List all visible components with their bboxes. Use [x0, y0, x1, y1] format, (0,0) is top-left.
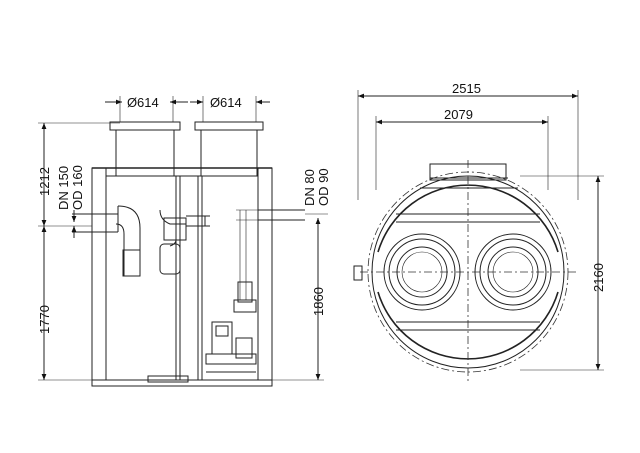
tank-wall-right — [257, 167, 273, 381]
cover-width-dimension-2: Ø 614 — [190, 95, 270, 122]
overall-height-dimension: 2160 — [520, 175, 606, 371]
inlet-size-label: DN 150 OD 160 — [56, 165, 85, 238]
manhole-cover-plan-left — [383, 233, 461, 311]
outlet-od-label: OD 90 — [316, 168, 331, 206]
overall-height-label: 2160 — [591, 263, 606, 292]
inlet-dn-label: DN 150 — [56, 166, 71, 210]
height-dimension-top: 1212 — [37, 122, 120, 226]
overall-width-dimension: 2515 — [357, 81, 579, 200]
riser-pipe — [159, 209, 210, 275]
overall-width-label: 2515 — [452, 81, 481, 96]
inner-width-label: 2079 — [444, 107, 473, 122]
cover-width-1-label: 614 — [137, 95, 159, 110]
pump-assembly — [205, 281, 257, 373]
dia-symbol-1: Ø — [127, 95, 137, 110]
dia-symbol-2: Ø — [210, 95, 220, 110]
height-dimension-bottom: 1770 — [37, 225, 92, 381]
manhole-cover-left — [109, 121, 181, 177]
cover-width-2-label: 614 — [220, 95, 242, 110]
section-view: Ø 614 Ø 614 — [37, 95, 331, 387]
tank-wall-left — [91, 167, 107, 381]
partition-wall — [175, 176, 203, 380]
inlet-pipe — [72, 205, 141, 277]
plan-view: 2515 2079 — [353, 81, 606, 384]
tank-outline — [360, 160, 576, 384]
inlet-od-label: OD 160 — [70, 165, 85, 210]
outlet-dn-label: DN 80 — [302, 169, 317, 206]
outlet-size-label: DN 80 OD 90 — [302, 168, 331, 215]
manhole-cover-plan-right — [474, 233, 552, 311]
height-dimension-right: 1860 — [272, 218, 326, 381]
height-right-label: 1860 — [311, 287, 326, 316]
height-bottom-label: 1770 — [37, 305, 52, 334]
height-top-label: 1212 — [37, 167, 52, 196]
cover-width-dimension-1: Ø 614 — [105, 95, 188, 122]
manhole-cover-right — [194, 121, 264, 177]
tank-rails — [353, 163, 540, 331]
inner-width-dimension: 2079 — [375, 107, 549, 190]
outlet-pipe — [236, 209, 305, 300]
